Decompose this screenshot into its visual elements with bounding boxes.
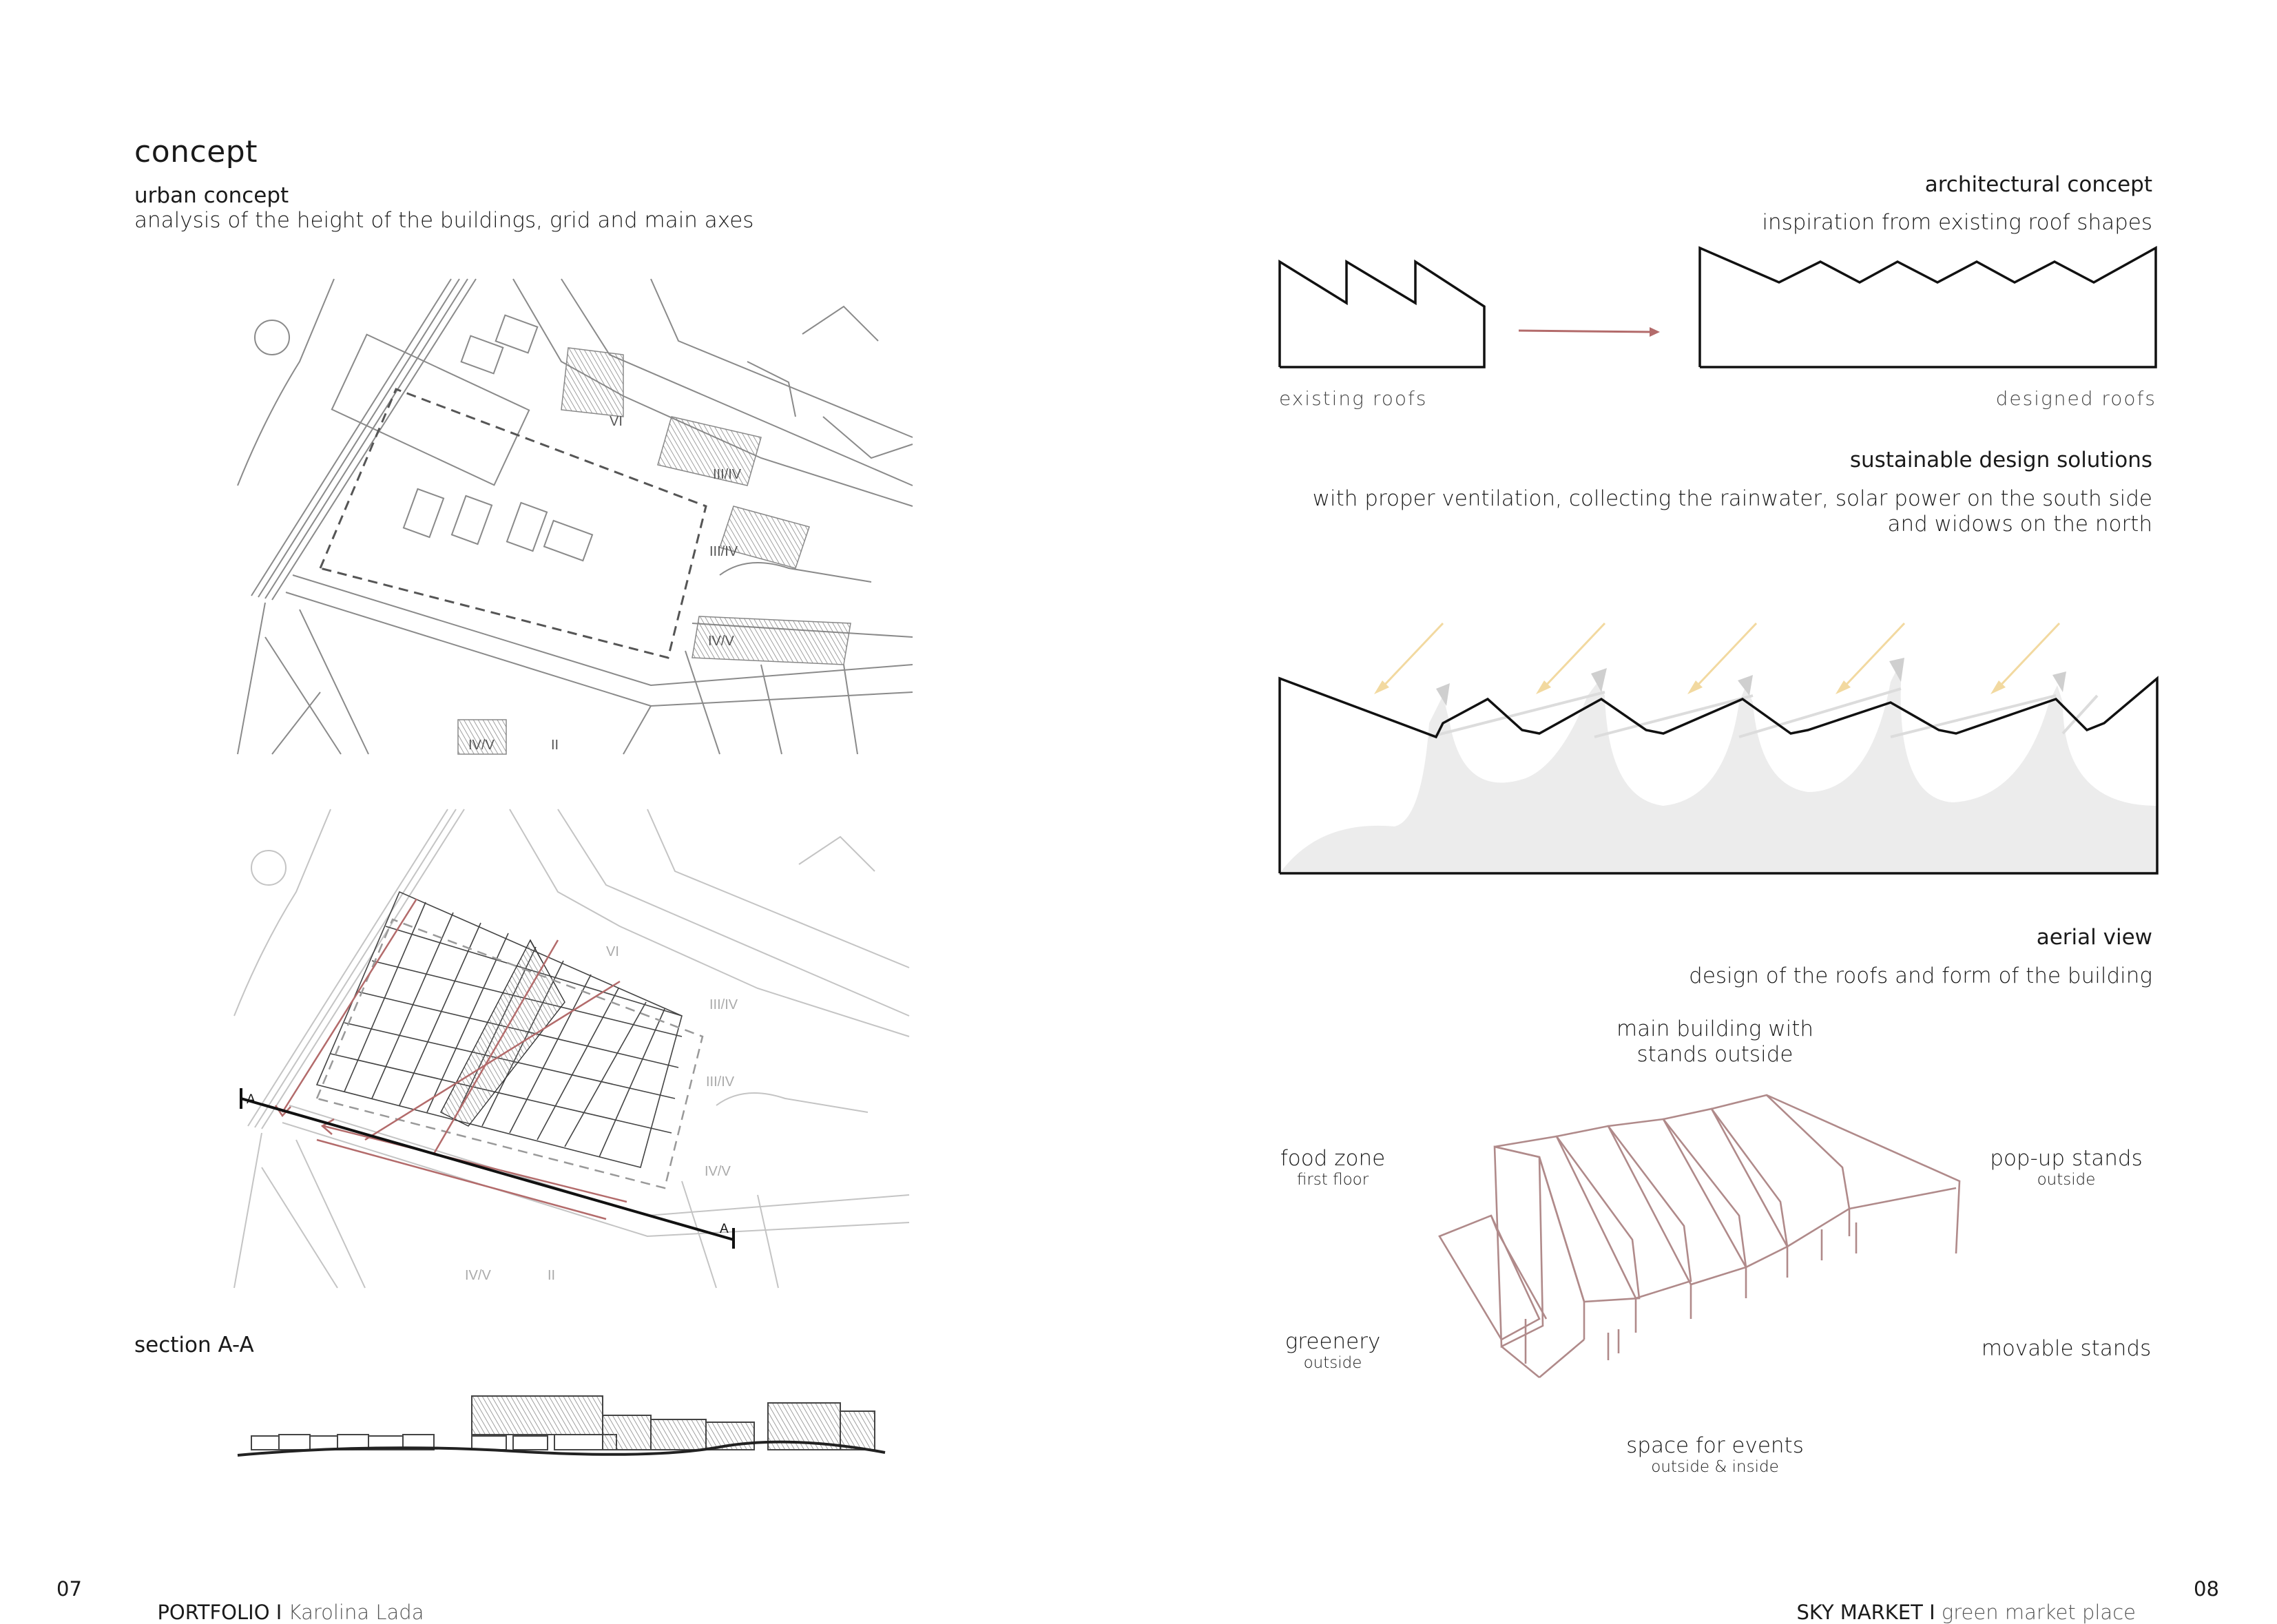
concept-arrow <box>1518 327 1660 337</box>
label-movable-stands: movable stands <box>1981 1336 2152 1361</box>
section-title: section A-A <box>134 1333 254 1357</box>
label-greenery: greenery <box>1285 1329 1381 1354</box>
existing-roofs-drawing <box>1278 259 1486 368</box>
section-marker-a-right: A <box>720 1222 729 1236</box>
designed-roofs-caption: designed roofs <box>1995 387 2156 410</box>
label-food-zone-sub: first floor <box>1296 1171 1369 1189</box>
map2-label-iv-v-2: IV/V <box>465 1268 491 1283</box>
aerial-view-heading: aerial view <box>2036 925 2152 950</box>
map2-label-iv-v-1: IV/V <box>705 1164 731 1179</box>
map-label-vi: VI <box>610 414 623 429</box>
map-label-iv-v-1: IV/V <box>708 634 734 649</box>
architectural-concept-subtitle: inspiration from existing roof shapes <box>1762 210 2152 235</box>
map2-label-iii-iv-2: III/IV <box>706 1074 735 1090</box>
aerial-view-subtitle: design of the roofs and form of the buil… <box>1689 964 2152 988</box>
page-title: concept <box>134 134 258 169</box>
label-pop-up-stands: pop-up stands <box>1990 1146 2143 1171</box>
height-analysis-map: VI III/IV III/IV IV/V IV/V II <box>237 278 913 755</box>
footer-right-brand: SKY MARKET <box>1796 1601 1923 1624</box>
sustainable-design-line-2: and widows on the north <box>1887 512 2152 537</box>
label-pop-up-stands-sub: outside <box>2037 1171 2096 1189</box>
footer-right-separator: I <box>1922 1601 1942 1624</box>
section-marker-a-left: A <box>247 1092 256 1107</box>
designed-roofs-drawing <box>1698 246 2157 368</box>
section-drawing <box>237 1395 886 1457</box>
ventilation-diagram <box>1278 622 2159 875</box>
footer-left-brand: PORTFOLIO <box>157 1601 270 1624</box>
footer-left: PORTFOLIO I Karolina Lada <box>145 1577 424 1624</box>
grid-axes-map: A A VI III/IV III/IV IV/V IV/V II <box>233 809 910 1289</box>
label-food-zone: food zone <box>1280 1146 1386 1171</box>
existing-roofs-caption: existing roofs <box>1279 387 1428 410</box>
sustainable-design-line-1: with proper ventilation, collecting the … <box>1312 486 2152 511</box>
label-main-building-2: stands outside <box>1636 1042 1793 1067</box>
label-space-for-events-sub: outside & inside <box>1651 1458 1779 1476</box>
map-label-iv-v-2: IV/V <box>468 738 495 753</box>
aerial-view-drawing <box>1438 1094 1961 1379</box>
architectural-concept-heading: architectural concept <box>1924 172 2152 197</box>
urban-concept-subtitle: analysis of the height of the buildings,… <box>134 208 754 233</box>
map2-label-vi: VI <box>606 944 619 959</box>
footer-right: SKY MARKET I green market place <box>1784 1577 2136 1624</box>
sustainable-design-heading: sustainable design solutions <box>1849 448 2152 472</box>
footer-right-name: green market place <box>1941 1601 2136 1624</box>
footer-left-separator: I <box>269 1601 289 1624</box>
map2-label-iii-iv-1: III/IV <box>709 997 738 1012</box>
map-label-ii: II <box>551 738 559 753</box>
map-label-iii-iv-1: III/IV <box>713 467 742 482</box>
urban-concept-heading: urban concept <box>134 183 289 208</box>
footer-right-page-number: 08 <box>2194 1577 2219 1601</box>
footer-left-name: Karolina Lada <box>288 1601 424 1624</box>
map-label-iii-iv-2: III/IV <box>709 544 738 559</box>
label-space-for-events: space for events <box>1626 1433 1804 1458</box>
label-greenery-sub: outside <box>1303 1354 1362 1372</box>
label-main-building-1: main building with <box>1616 1017 1814 1041</box>
map2-label-ii: II <box>548 1268 555 1283</box>
footer-left-page-number: 07 <box>56 1577 82 1601</box>
